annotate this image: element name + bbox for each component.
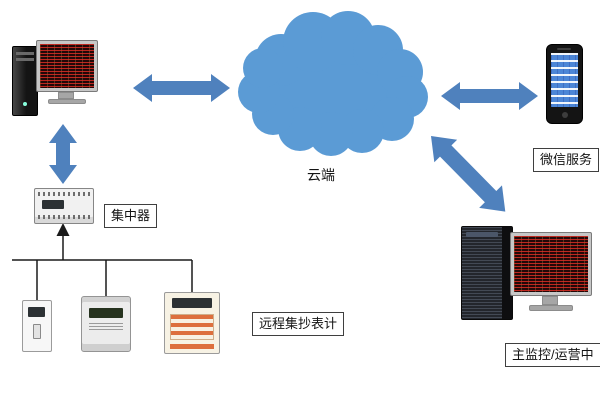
workstation-stand-base	[529, 305, 573, 311]
phone-speaker	[557, 48, 571, 50]
workstation-tower-front	[502, 227, 512, 319]
meter-bus-lines	[12, 234, 193, 300]
arrow-cloud-phone	[441, 82, 538, 110]
pc-monitor-icon	[36, 40, 98, 92]
meter-group-label: 远程集抄表计	[252, 312, 345, 337]
concentrator-display	[42, 200, 64, 209]
meter-1-display	[28, 307, 45, 317]
phone-home-button	[562, 112, 568, 118]
pc-tower-drive-bay	[16, 52, 34, 55]
cloud-label: 云端	[307, 167, 335, 183]
phone-screen	[551, 53, 578, 107]
workstation-stand-neck	[542, 296, 558, 305]
bus-arrowhead-up-icon	[56, 223, 70, 236]
pc-power-led	[23, 102, 27, 106]
meter-3-terminal-rows	[170, 314, 214, 340]
concentrator-terminal-strip	[38, 192, 90, 196]
workstation-drive-bay	[466, 232, 498, 237]
arrow-pc-concentrator	[49, 124, 77, 184]
meter-3-bottom-strip	[170, 344, 214, 349]
meter-1-toggle	[33, 324, 41, 339]
pc-tower-drive-bay	[16, 58, 34, 61]
pc-monitor-stand-base	[48, 99, 86, 104]
meter-2-display	[89, 308, 123, 318]
monitor-center-label: 主监控/运营中	[505, 343, 600, 368]
workstation-monitor-icon	[510, 232, 592, 296]
arrow-pc-cloud	[133, 74, 230, 102]
meter-3-display	[172, 298, 212, 308]
cloud-icon	[238, 11, 428, 156]
concentrator-terminal-strip	[38, 215, 90, 219]
pc-monitor-screen	[40, 44, 94, 88]
arrow-cloud-monitor-center	[431, 136, 506, 212]
meter-2-label-lines	[89, 323, 123, 332]
concentrator-label: 集中器	[104, 204, 158, 229]
pc-monitor-stand-neck	[58, 92, 74, 99]
wechat-service-label: 微信服务	[533, 148, 600, 173]
workstation-monitor-screen	[514, 236, 588, 292]
